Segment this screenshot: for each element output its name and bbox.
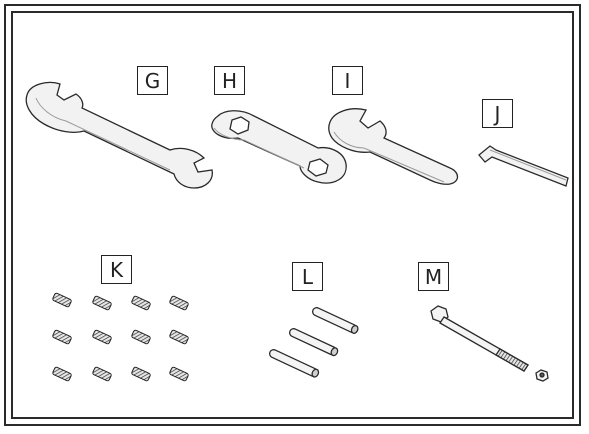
label-j: J <box>482 99 513 128</box>
label-i: I <box>332 66 363 95</box>
label-m: M <box>418 262 449 291</box>
inner-border <box>11 11 574 419</box>
open-end-wrench-icon <box>25 81 213 189</box>
set-screw-icon <box>51 292 190 382</box>
label-g: G <box>137 66 168 95</box>
dowel-pin-icon <box>268 307 359 378</box>
allen-key-icon <box>478 145 569 187</box>
label-l: L <box>292 262 323 291</box>
single-open-wrench-icon <box>328 108 459 185</box>
outer-border <box>4 4 581 426</box>
hex-box-wrench-icon <box>211 110 347 184</box>
label-h: H <box>214 66 245 95</box>
hex-bolt-with-nut-icon <box>430 305 549 382</box>
label-k: K <box>101 255 132 284</box>
